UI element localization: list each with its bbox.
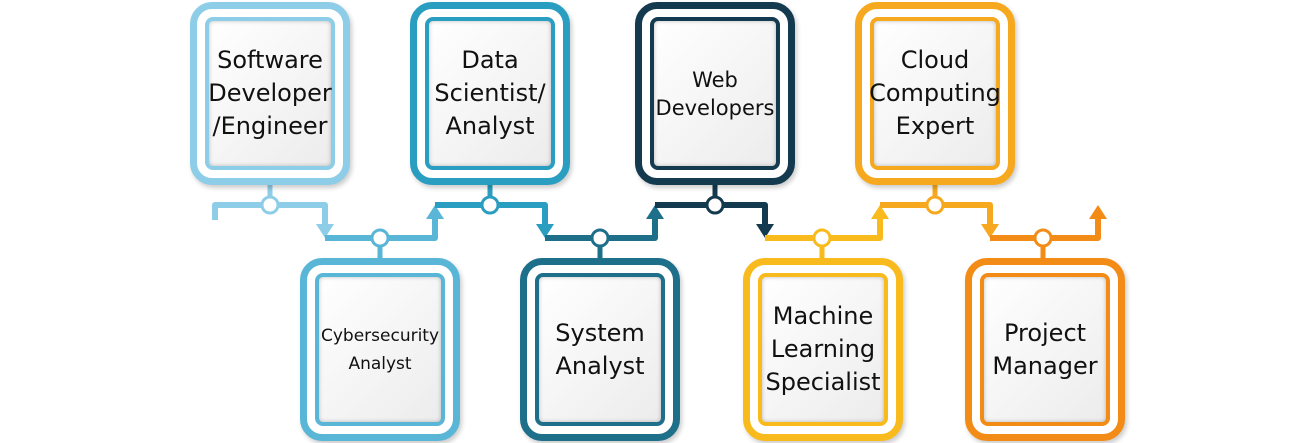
node-circle-icon	[1033, 228, 1053, 248]
node-circle-icon	[480, 195, 500, 215]
role-card-data-scientist: Data Scientist/ Analyst	[410, 2, 570, 185]
node-circle-icon	[370, 228, 390, 248]
role-label: Data Scientist/ Analyst	[425, 17, 555, 170]
connector-segment	[880, 202, 993, 226]
role-card-cybersecurity-analyst: Cybersecurity Analyst	[300, 258, 460, 441]
arrow-down-icon	[536, 224, 554, 238]
arrow-up-icon	[871, 205, 889, 219]
role-label: Software Developer /Engineer	[205, 17, 335, 170]
node-circle-icon	[812, 228, 832, 248]
connector-segment	[545, 217, 658, 241]
role-label: Machine Learning Specialist	[758, 273, 888, 426]
connector-segment	[990, 217, 1101, 241]
arrow-up-icon	[646, 205, 664, 219]
role-label: Cybersecurity Analyst	[315, 273, 445, 426]
arrow-up-icon	[1089, 205, 1107, 219]
role-label: Web Developers	[650, 17, 780, 170]
role-card-cloud-computing: Cloud Computing Expert	[855, 2, 1015, 185]
node-circle-icon	[705, 195, 725, 215]
role-card-system-analyst: System Analyst	[520, 258, 680, 441]
arrow-down-icon	[756, 224, 774, 238]
connector-segment	[435, 202, 548, 226]
connector-segment	[655, 202, 768, 226]
role-label: Cloud Computing Expert	[869, 17, 1001, 170]
connector-segment	[325, 217, 438, 241]
arrow-down-icon	[981, 224, 999, 238]
role-label: System Analyst	[535, 273, 665, 426]
role-card-software-developer: Software Developer /Engineer	[190, 2, 350, 185]
role-card-project-manager: Project Manager	[965, 258, 1125, 441]
role-card-machine-learning: Machine Learning Specialist	[743, 258, 903, 441]
node-circle-icon	[260, 195, 280, 215]
role-card-web-developers: Web Developers	[635, 2, 795, 185]
arrow-up-icon	[426, 205, 444, 219]
arrow-down-icon	[316, 224, 334, 238]
connector-segment	[765, 217, 883, 241]
role-label: Project Manager	[980, 273, 1110, 426]
node-circle-icon	[590, 228, 610, 248]
node-circle-icon	[925, 195, 945, 215]
